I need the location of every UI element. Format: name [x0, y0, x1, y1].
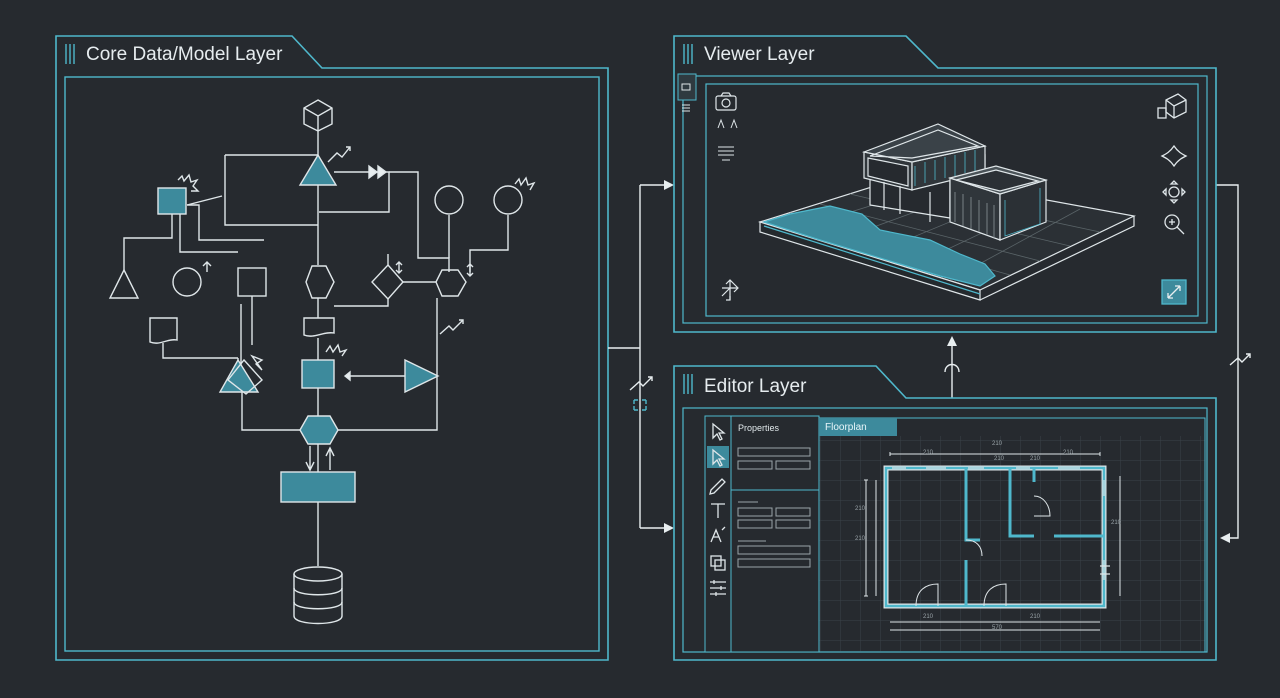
- text-style-icon: [710, 526, 726, 543]
- orbit-icon: [1162, 180, 1186, 204]
- zoom-icon: [1164, 214, 1185, 235]
- database-icon: [293, 566, 343, 625]
- square-node: [237, 267, 267, 297]
- spark-icon: [177, 173, 200, 192]
- pointer-icon: [712, 422, 726, 441]
- move-icon: [1160, 144, 1188, 168]
- dim-label: 210: [1030, 456, 1041, 462]
- spark-icon: [325, 343, 348, 357]
- circle-node: [493, 185, 523, 215]
- sliders-icon: [710, 580, 726, 596]
- tab-floorplan: [819, 418, 897, 436]
- trend-icon: [629, 376, 653, 391]
- dim-label: 210: [1063, 450, 1074, 456]
- properties-label: Properties: [738, 423, 780, 433]
- dim-label: 570: [992, 625, 1003, 631]
- square-node: [157, 187, 187, 215]
- text-icon: [711, 503, 725, 518]
- expand-icon: [633, 399, 647, 411]
- dim-label: 210: [923, 614, 934, 620]
- layers-icon: [710, 555, 726, 571]
- hexagon-node: [305, 265, 335, 299]
- viewer-panel: [673, 35, 1217, 333]
- building-3d: [757, 123, 1136, 301]
- axes-icon: [721, 279, 739, 301]
- trend-icon: [439, 319, 464, 335]
- dim-label: 210: [994, 456, 1005, 462]
- process-node: [280, 471, 356, 503]
- water-area: [762, 205, 996, 287]
- tab-floorplan-label[interactable]: Floorplan: [825, 422, 867, 433]
- diamond-node: [371, 263, 404, 301]
- trend-icon: [327, 146, 351, 163]
- window-icon: [681, 83, 691, 91]
- editor-panel-title: Editor Layer: [704, 376, 807, 397]
- dim-label: 210: [1111, 520, 1122, 526]
- editor-panel: [673, 365, 1217, 661]
- triangle-node: [404, 358, 440, 394]
- fit-icon: [1161, 279, 1187, 305]
- dim-label: 210: [855, 506, 866, 512]
- camera-icon: [715, 92, 737, 111]
- core-graph: [108, 99, 536, 625]
- core-title-bars: [65, 44, 75, 64]
- document-node: [303, 317, 335, 337]
- square-node: [301, 359, 335, 389]
- menu-icon: [718, 146, 734, 161]
- list-icon: [682, 104, 690, 112]
- document-node: [149, 317, 178, 344]
- view-cube-icon: [1157, 93, 1187, 119]
- viewer-panel-title: Viewer Layer: [704, 44, 815, 65]
- core-panel: [55, 35, 609, 661]
- circle-node: [434, 185, 464, 215]
- pen-icon: [709, 478, 726, 495]
- fast-forward-icon: [368, 164, 388, 180]
- floorplan: [864, 452, 1121, 631]
- trend-icon: [1229, 353, 1251, 366]
- dim-label: 210: [855, 536, 866, 542]
- circle-node: [172, 267, 202, 297]
- hexagon-node: [299, 415, 339, 445]
- hexagon-node: [435, 269, 467, 297]
- triangle-node: [298, 153, 338, 186]
- dim-label: 210: [1030, 614, 1041, 620]
- center-connectors: [608, 180, 1251, 543]
- spark-icon: [514, 176, 536, 191]
- select-icon: [712, 448, 726, 467]
- triangle-node: [108, 268, 140, 299]
- core-panel-title: Core Data/Model Layer: [86, 44, 283, 65]
- cursor-icon: [250, 354, 264, 371]
- cube-icon: [303, 99, 333, 132]
- triangle-node: [218, 358, 260, 393]
- dim-label: 210: [992, 441, 1003, 447]
- dim-label: 210: [923, 450, 934, 456]
- text-size-icon: [717, 118, 738, 129]
